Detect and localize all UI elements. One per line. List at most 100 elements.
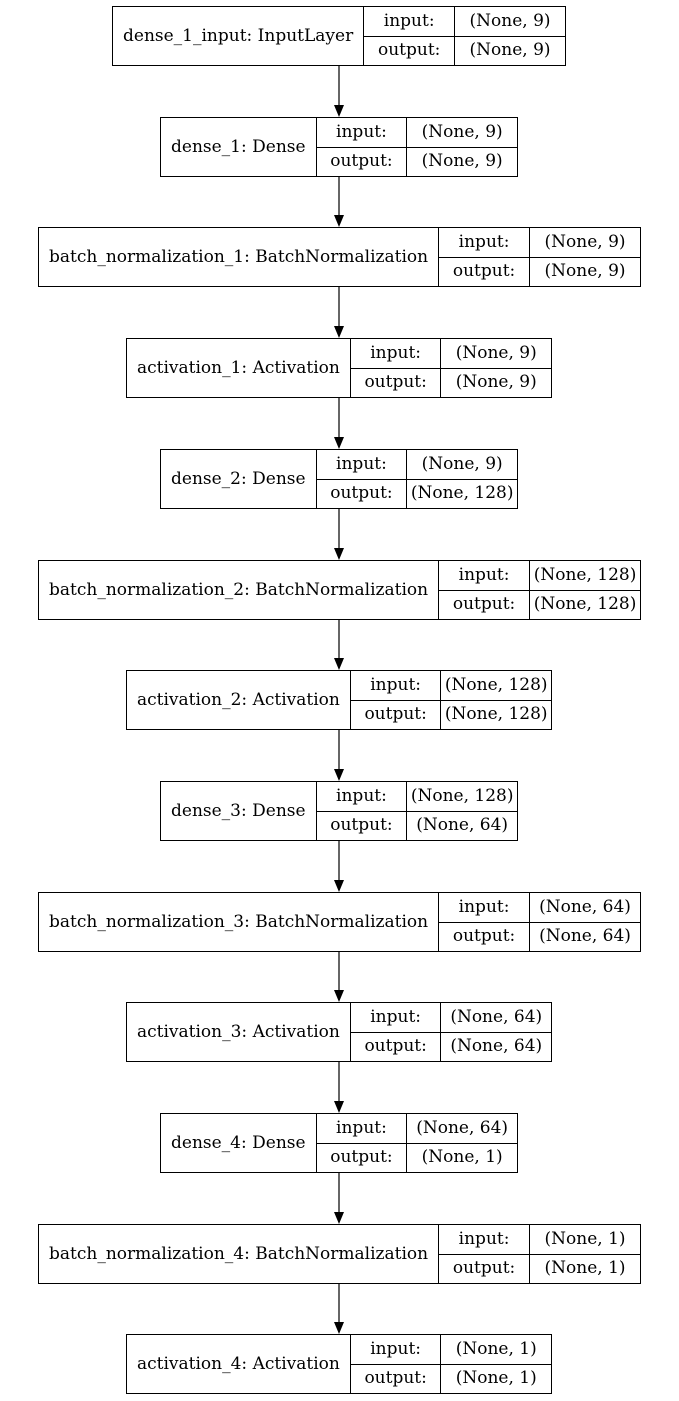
layer-name: batch_normalization_4: BatchNormalizatio… xyxy=(39,1225,440,1283)
output-shape: (None, 64) xyxy=(539,926,631,947)
input-shape: (None, 9) xyxy=(407,450,517,480)
output-label: output: xyxy=(330,1147,393,1168)
arrow-head-icon xyxy=(334,548,344,560)
input-label: input: xyxy=(350,671,441,701)
io-labels: input: output: xyxy=(350,1003,442,1061)
io-labels: input: output: xyxy=(350,339,442,397)
input-shape: (None, 1) xyxy=(441,1335,551,1365)
io-shapes: (None, 128)(None, 128) xyxy=(530,561,640,619)
input-label: input: xyxy=(350,339,441,369)
input-shape: (None, 64) xyxy=(407,1114,517,1144)
layer-node: batch_normalization_2: BatchNormalizatio… xyxy=(38,560,641,620)
io-shapes: (None, 128) (None, 64) xyxy=(407,782,517,840)
arrow-head-icon xyxy=(334,1322,344,1334)
layer-node: batch_normalization_3: BatchNormalizatio… xyxy=(38,892,641,952)
input-label: input: xyxy=(350,1335,441,1365)
input-shape: (None, 9) xyxy=(455,7,565,37)
input-label: input: xyxy=(316,450,407,480)
input-label: input: xyxy=(364,7,455,37)
layer-name: dense_1_input: InputLayer xyxy=(113,7,365,65)
layer-name: dense_3: Dense xyxy=(161,782,317,840)
arrow-head-icon xyxy=(334,880,344,892)
arrow-head-icon xyxy=(334,769,344,781)
output-shape: (None, 9) xyxy=(469,40,551,61)
layer-node: batch_normalization_4: BatchNormalizatio… xyxy=(38,1224,641,1284)
layer-name: dense_4: Dense xyxy=(161,1114,317,1172)
output-label: output: xyxy=(377,40,441,61)
output-shape: (None, 9) xyxy=(544,261,626,282)
output-shape: (None, 1) xyxy=(421,1147,503,1168)
output-label: output: xyxy=(364,1036,427,1057)
output-shape: (None, 128) xyxy=(410,483,514,504)
input-shape: (None, 128) xyxy=(407,782,517,812)
output-shape: (None, 1) xyxy=(455,1368,537,1389)
io-labels: input:output: xyxy=(316,782,408,840)
arrow-head-icon xyxy=(334,990,344,1002)
input-shape: (None, 64) xyxy=(441,1003,551,1033)
io-labels: input:output: xyxy=(316,118,408,176)
io-labels: input: output: xyxy=(439,228,531,286)
output-label: output: xyxy=(452,261,516,282)
io-shapes: (None, 1)(None, 1) xyxy=(530,1225,640,1283)
io-labels: input: output: xyxy=(439,893,531,951)
layer-name: batch_normalization_3: BatchNormalizatio… xyxy=(39,893,440,951)
output-shape: (None, 1) xyxy=(544,1258,626,1279)
input-shape: (None, 64) xyxy=(530,893,640,923)
layer-name: activation_2: Activation xyxy=(127,671,351,729)
arrow-head-icon xyxy=(334,658,344,670)
output-label: output: xyxy=(364,1368,427,1389)
output-shape: (None, 64) xyxy=(450,1036,543,1057)
input-label: input: xyxy=(439,228,530,258)
io-labels: input:output: xyxy=(316,1114,408,1172)
input-shape: (None, 9) xyxy=(407,118,517,148)
io-shapes: (None, 64) (None, 1) xyxy=(407,1114,517,1172)
arrow-head-icon xyxy=(334,215,344,227)
io-shapes: (None, 9)(None, 9) xyxy=(530,228,640,286)
output-shape: (None, 64) xyxy=(416,815,509,836)
output-shape: (None, 128) xyxy=(444,704,548,725)
input-label: input: xyxy=(439,1225,530,1255)
layer-name: activation_4: Activation xyxy=(127,1335,351,1393)
arrow-head-icon xyxy=(334,105,344,117)
input-label: input: xyxy=(316,782,407,812)
arrow-head-icon xyxy=(334,1101,344,1113)
layer-name: dense_2: Dense xyxy=(161,450,317,508)
io-shapes: (None, 1) (None, 1) xyxy=(441,1335,551,1393)
io-shapes: (None, 9) (None, 9) xyxy=(455,7,565,65)
io-labels: input: output: xyxy=(350,1335,442,1393)
input-label: input: xyxy=(439,893,530,923)
io-labels: input: output: xyxy=(364,7,456,65)
input-shape: (None, 128) xyxy=(530,561,640,591)
input-label: input: xyxy=(350,1003,441,1033)
output-shape: (None, 9) xyxy=(455,372,537,393)
io-labels: input: output: xyxy=(439,561,531,619)
io-shapes: (None, 64) (None, 64) xyxy=(441,1003,551,1061)
io-shapes: (None, 128) (None, 128) xyxy=(441,671,551,729)
input-shape: (None, 128) xyxy=(441,671,551,701)
layer-name: activation_1: Activation xyxy=(127,339,351,397)
output-label: output: xyxy=(364,372,427,393)
input-label: input: xyxy=(439,561,530,591)
output-label: output: xyxy=(330,151,393,172)
output-label: output: xyxy=(452,1258,516,1279)
layer-name: batch_normalization_2: BatchNormalizatio… xyxy=(39,561,440,619)
layer-name: dense_1: Dense xyxy=(161,118,317,176)
output-shape: (None, 9) xyxy=(421,151,503,172)
io-labels: input:output: xyxy=(316,450,408,508)
io-labels: input: output: xyxy=(350,671,442,729)
output-label: output: xyxy=(452,594,516,615)
io-labels: input: output: xyxy=(439,1225,531,1283)
arrow-head-icon xyxy=(334,1212,344,1224)
output-label: output: xyxy=(364,704,427,725)
output-label: output: xyxy=(452,926,516,947)
